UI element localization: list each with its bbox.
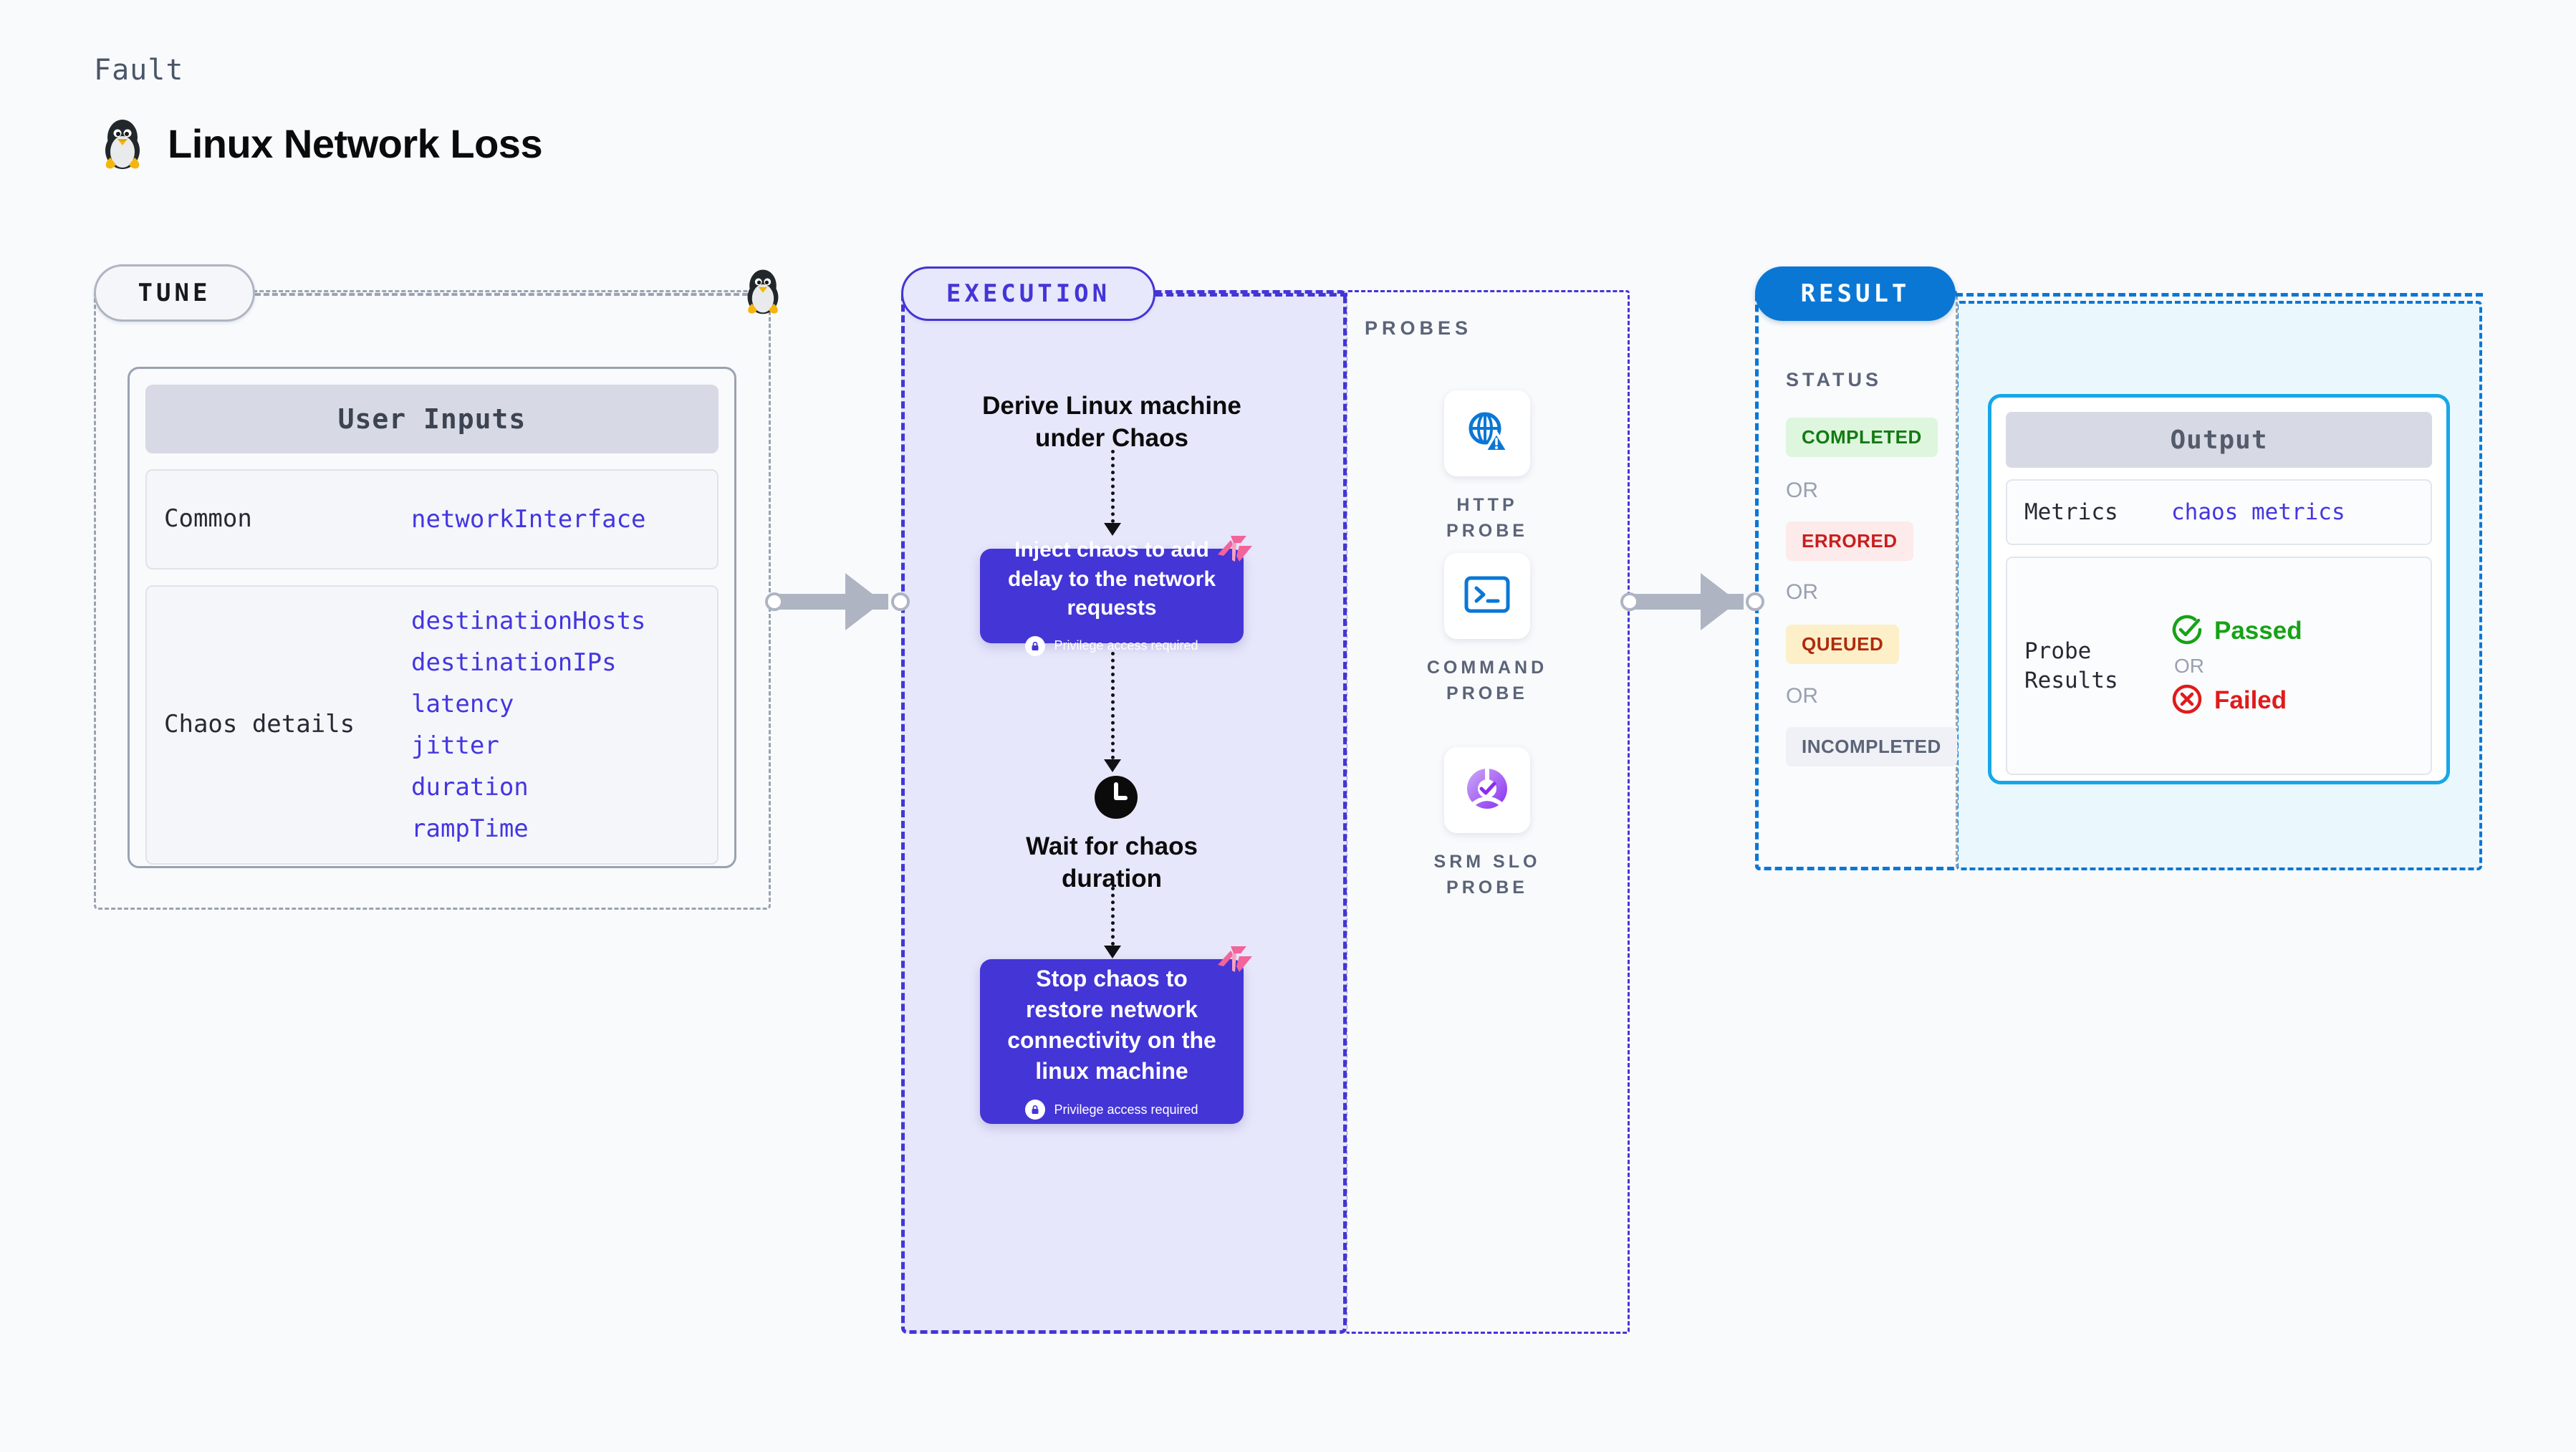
- user-inputs-card: User Inputs Common networkInterface Chao…: [128, 367, 736, 868]
- tune-value[interactable]: rampTime: [411, 814, 529, 843]
- execution-input-port: [891, 592, 910, 611]
- harness-logo-icon: [1215, 533, 1255, 569]
- probe-tile: [1444, 553, 1530, 639]
- output-probe-results-key: Probe Results: [2024, 638, 2118, 693]
- execution-chaos-box-stop-label: Stop chaos to restore network connectivi…: [1007, 965, 1216, 1085]
- privilege-note-row: Privilege access required: [1025, 1100, 1198, 1120]
- output-metrics-key: Metrics: [2024, 499, 2118, 525]
- execution-chaos-box-inject[interactable]: Inject chaos to add delay to the network…: [980, 536, 1252, 656]
- status-badge-queued: QUEUED: [1786, 625, 1900, 664]
- lock-icon: [1025, 635, 1046, 656]
- tune-value[interactable]: networkInterface: [411, 505, 646, 534]
- tune-output-port: [765, 592, 784, 611]
- tune-row-chaos-values: destinationHosts destinationIPs latency …: [411, 607, 646, 843]
- probes-to-result-arrow-head: [1701, 573, 1738, 630]
- probe-result-passed-label: Passed: [2214, 617, 2302, 645]
- tune-row-chaos-key: Chaos details: [164, 710, 355, 739]
- execution-arrow-3: [1104, 887, 1121, 958]
- linux-penguin-icon: [100, 116, 145, 170]
- privilege-note-row: Privilege access required: [1025, 635, 1198, 656]
- slo-donut-check-icon: [1464, 765, 1511, 816]
- output-card: Output Metrics chaos metrics Probe Resul…: [1988, 394, 2450, 784]
- result-input-port: [1746, 592, 1764, 611]
- output-card-title: Output: [2006, 412, 2432, 468]
- probes-output-port: [1620, 592, 1639, 611]
- probe-item-srm-slo[interactable]: SRM SLO PROBE: [1416, 747, 1559, 901]
- probes-section-label: PROBES: [1365, 317, 1473, 339]
- user-inputs-title: User Inputs: [145, 385, 719, 453]
- execution-arrow-1: [1104, 450, 1121, 536]
- tune-row-chaos-details: Chaos details destinationHosts destinati…: [145, 585, 719, 865]
- tune-row-common: Common networkInterface: [145, 469, 719, 569]
- probe-label: HTTP PROBE: [1446, 495, 1528, 542]
- result-panel: [1755, 290, 1958, 870]
- probe-label: COMMAND PROBE: [1426, 658, 1548, 704]
- result-badge-dash-line: [1956, 293, 2483, 297]
- tune-value[interactable]: latency: [411, 690, 514, 718]
- fault-kicker-label: Fault: [94, 54, 184, 87]
- probe-tile: [1444, 747, 1530, 833]
- privilege-note-text: Privilege access required: [1054, 638, 1198, 653]
- execution-step-wait-label: Wait for chaos duration: [1026, 832, 1198, 893]
- tune-to-execution-arrow-head: [845, 573, 883, 630]
- execution-badge-dash-line: [1155, 293, 1347, 297]
- execution-badge[interactable]: EXECUTION: [901, 266, 1155, 321]
- status-or-separator: OR: [1786, 684, 1818, 708]
- linux-penguin-rail-icon: [743, 266, 783, 319]
- tune-badge[interactable]: TUNE: [94, 264, 255, 322]
- clock-icon: [1094, 775, 1138, 819]
- output-row-probe-results: Probe Results Passed OR: [2006, 557, 2432, 775]
- status-badge-incompleted: INCOMPLETED: [1786, 727, 1957, 766]
- probe-item-http[interactable]: HTTP PROBE: [1416, 390, 1559, 544]
- status-badge-completed: COMPLETED: [1786, 418, 1938, 457]
- output-metrics-value[interactable]: chaos metrics: [2171, 499, 2345, 525]
- tune-badge-dash-line: [255, 293, 756, 296]
- probe-result-or-separator: OR: [2174, 654, 2204, 677]
- page-title: Linux Network Loss: [168, 120, 543, 166]
- status-badge-errored: ERRORED: [1786, 521, 1913, 561]
- terminal-icon: [1464, 574, 1511, 618]
- tune-value[interactable]: duration: [411, 773, 529, 802]
- tune-value[interactable]: jitter: [411, 731, 499, 760]
- output-probe-results-values: Passed OR Failed: [2171, 614, 2302, 718]
- globe-warning-icon: [1464, 408, 1511, 459]
- status-or-separator: OR: [1786, 580, 1818, 604]
- probe-label: SRM SLO PROBE: [1433, 852, 1541, 898]
- probe-item-command[interactable]: COMMAND PROBE: [1416, 553, 1559, 707]
- lock-icon: [1025, 1100, 1046, 1120]
- probe-result-failed-label: Failed: [2214, 686, 2287, 714]
- fault-title-row: Linux Network Loss: [100, 116, 543, 170]
- tune-row-common-values: networkInterface: [411, 505, 646, 534]
- status-or-separator: OR: [1786, 479, 1818, 502]
- tune-row-common-key: Common: [164, 504, 252, 534]
- execution-step-derive-label: Derive Linux machine under Chaos: [982, 392, 1241, 452]
- result-badge[interactable]: RESULT: [1755, 266, 1956, 321]
- probe-tile: [1444, 390, 1530, 476]
- probe-result-failed: Failed: [2171, 683, 2302, 718]
- status-section-label: STATUS: [1786, 369, 1882, 390]
- output-row-metrics: Metrics chaos metrics: [2006, 479, 2432, 545]
- check-circle-icon: [2171, 614, 2203, 649]
- tune-value[interactable]: destinationIPs: [411, 648, 617, 677]
- probe-result-passed: Passed: [2171, 614, 2302, 649]
- privilege-note-text: Privilege access required: [1054, 1102, 1198, 1117]
- execution-arrow-2: [1104, 652, 1121, 772]
- tune-value[interactable]: destinationHosts: [411, 607, 646, 635]
- harness-logo-icon: [1215, 943, 1255, 979]
- x-circle-icon: [2171, 683, 2203, 718]
- execution-chaos-box-inject-label: Inject chaos to add delay to the network…: [1007, 538, 1216, 620]
- execution-chaos-box-stop[interactable]: Stop chaos to restore network connectivi…: [980, 946, 1252, 1124]
